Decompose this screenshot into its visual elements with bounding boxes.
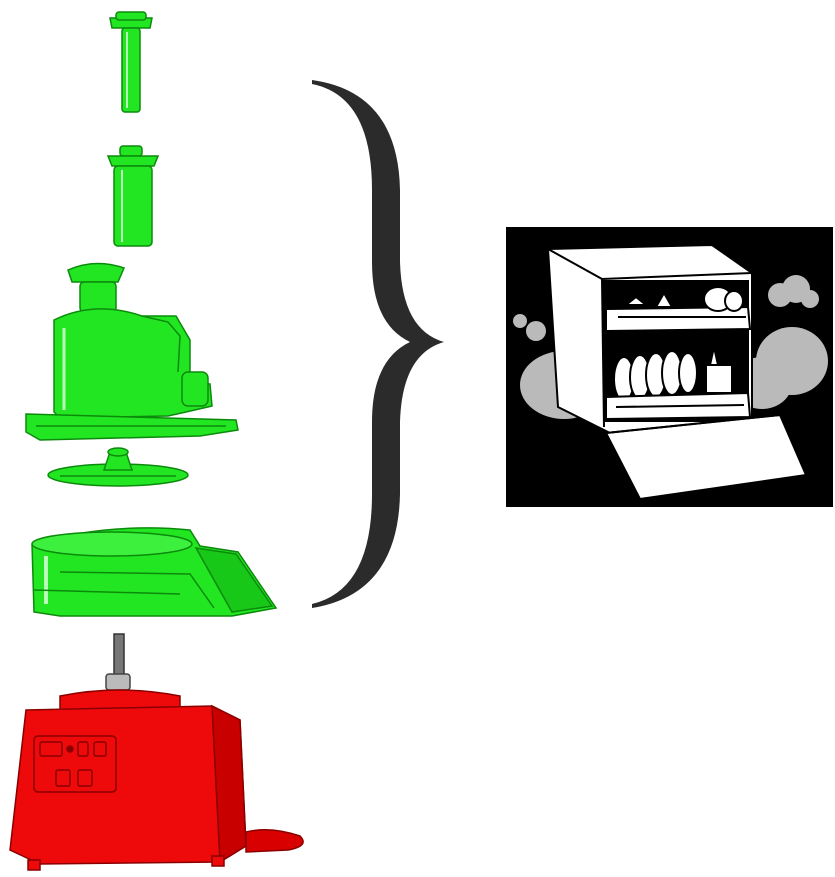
slicing-disc: [48, 448, 188, 486]
bowl: [32, 528, 276, 616]
large-pusher: [108, 146, 158, 246]
dishwasher-icon: [506, 227, 833, 507]
small-pusher: [110, 12, 152, 112]
motor-base: [10, 634, 303, 870]
curly-brace: [312, 80, 444, 608]
feed-tube-lid: [26, 263, 238, 440]
dishwasher-panel: [506, 227, 833, 507]
